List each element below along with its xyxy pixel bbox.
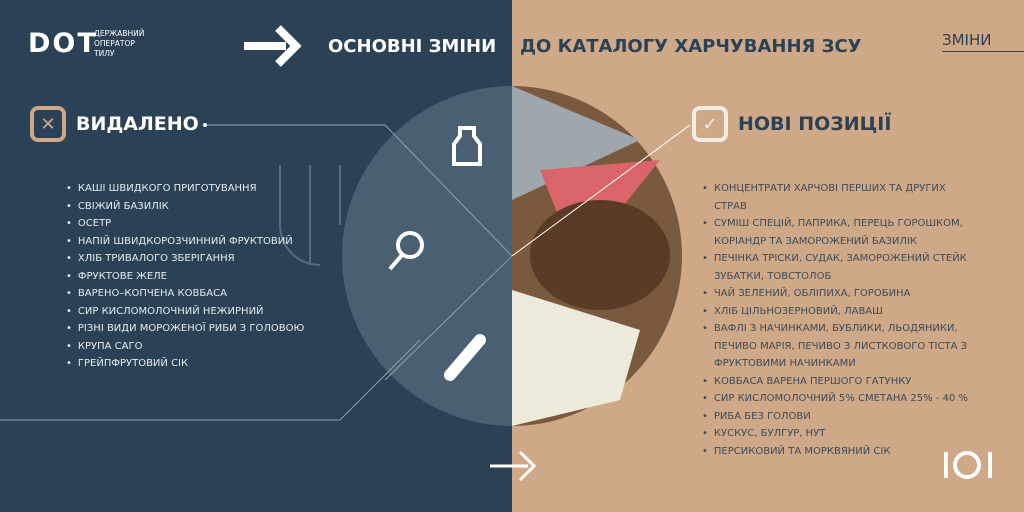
list-item: ПЕЧІНКА ТРІСКИ, СУДАК, ЗАМОРОЖЕНИЙ СТЕЙК… — [702, 250, 972, 285]
title-right: ДО КАТАЛОГУ ХАРЧУВАННЯ ЗСУ — [520, 36, 862, 57]
logo-line: ОПЕРАТОР — [94, 39, 135, 48]
list-item: СИР КИСЛОМОЛОЧНИЙ 5% СМЕТАНА 25% - 40 % — [702, 390, 972, 408]
list-item: РІЗНІ ВИДИ МОРОЖЕНОЇ РИБИ З ГОЛОВОЮ — [66, 320, 304, 338]
list-item: КОНЦЕНТРАТИ ХАРЧОВІ ПЕРШИХ ТА ДРУГИХ СТР… — [702, 180, 972, 215]
list-item: КРУПА САГО — [66, 338, 304, 356]
list-item: СУМІШ СПЕЦІЙ, ПАПРИКА, ПЕРЕЦЬ ГОРОШКОМ, … — [702, 215, 972, 250]
changes-tag: ЗМІНИ — [942, 31, 1024, 52]
list-item: ЧАЙ ЗЕЛЕНИЙ, ОБЛІПИХА, ГОРОБИНА — [702, 285, 972, 303]
list-item: КОВБАСА ВАРЕНА ПЕРШОГО ГАТУНКУ — [702, 373, 972, 391]
list-item: СВІЖИЙ БАЗИЛІК — [66, 198, 304, 216]
check-icon: ✓ — [692, 106, 728, 142]
logo-line: ТИЛУ — [94, 49, 115, 58]
list-item: ХЛІБ ЦІЛЬНОЗЕРНОВИЙ, ЛАВАШ — [702, 303, 972, 321]
list-item: ВАРЕНО–КОПЧЕНА КОВБАСА — [66, 285, 304, 303]
x-icon: ✕ — [30, 106, 66, 142]
added-title: НОВІ ПОЗИЦІЇ — [738, 113, 892, 135]
sausage-icon — [444, 334, 486, 381]
added-list: КОНЦЕНТРАТИ ХАРЧОВІ ПЕРШИХ ТА ДРУГИХ СТР… — [702, 180, 972, 460]
list-item: ХЛІБ ТРИВАЛОГО ЗБЕРІГАННЯ — [66, 250, 304, 268]
bottle-icon — [452, 126, 482, 166]
title-left: ОСНОВНІ ЗМІНИ — [328, 36, 497, 57]
removed-title: ВИДАЛЕНО — [76, 113, 199, 135]
header-arrow-icon — [244, 25, 302, 67]
list-item: ВАФЛІ З НАЧИНКАМИ, БУБЛИКИ, ЛЬОДЯНИКИ, П… — [702, 320, 972, 373]
logo: DOT — [28, 28, 98, 59]
list-item: ГРЕЙПФРУТОВИЙ СІК — [66, 355, 304, 373]
removed-heading: ✕ ВИДАЛЕНО — [30, 106, 199, 142]
food-photo — [512, 86, 682, 426]
removed-list: КАШІ ШВИДКОГО ПРИГОТУВАННЯ СВІЖИЙ БАЗИЛІ… — [66, 180, 304, 373]
list-item: КАШІ ШВИДКОГО ПРИГОТУВАННЯ — [66, 180, 304, 198]
logo-subtitle: ДЕРЖАВНИЙ ОПЕРАТОР ТИЛУ — [94, 29, 144, 59]
list-item: КУСКУС, БУЛГУР, НУТ — [702, 425, 972, 443]
drumstick-icon — [396, 231, 424, 259]
list-item: ПЕРСИКОВИЙ ТА МОРКВЯНИЙ СІК — [702, 443, 972, 461]
list-item: ФРУКТОВЕ ЖЕЛЕ — [66, 268, 304, 286]
list-item: РИБА БЕЗ ГОЛОВИ — [702, 408, 972, 426]
list-item: ОСЕТР — [66, 215, 304, 233]
logo-line: ДЕРЖАВНИЙ — [94, 29, 145, 38]
bottom-arrow-icon — [490, 450, 537, 482]
list-item: СИР КИСЛОМОЛОЧНИЙ НЕЖИРНИЙ — [66, 303, 304, 321]
added-heading: ✓ НОВІ ПОЗИЦІЇ — [692, 106, 891, 142]
circle-left-half — [342, 86, 512, 426]
list-item: НАПІЙ ШВИДКОРОЗЧИННИЙ ФРУКТОВИЙ — [66, 233, 304, 251]
